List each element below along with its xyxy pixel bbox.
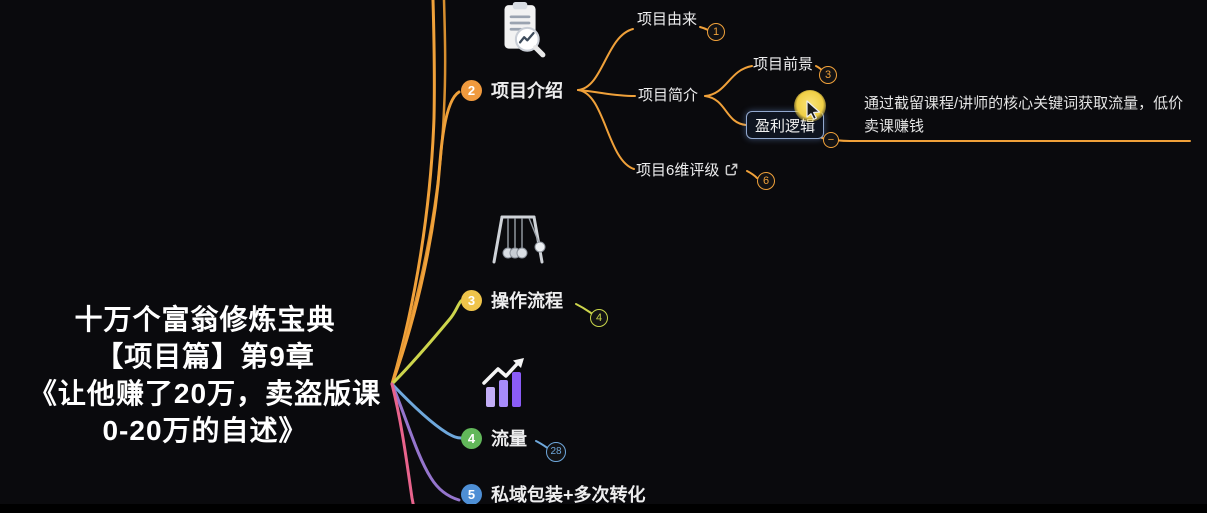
node-private-domain[interactable]: 5 私域包装+多次转化: [461, 481, 646, 507]
node-project-prospect[interactable]: 项目前景: [753, 53, 813, 74]
central-topic-line: 《让他赚了20万，卖盗版课: [28, 378, 382, 409]
note-line: 卖课赚钱: [864, 118, 925, 135]
branch-to-intro: [390, 90, 461, 386]
badge-traffic[interactable]: 28: [546, 442, 566, 462]
central-topic-line: 0-20万的自述》: [102, 415, 308, 446]
node-label: 项目简介: [638, 87, 699, 104]
external-link-icon[interactable]: [725, 163, 738, 176]
central-topic-line: 【项目篇】第9章: [95, 341, 315, 372]
node-label: 项目前景: [753, 56, 814, 73]
note-profit-detail[interactable]: 通过截留课程/讲师的核心关键词获取流量，低价 卖课赚钱: [864, 92, 1183, 138]
mouse-cursor-icon: [806, 100, 821, 120]
node-label: 项目由来: [637, 11, 698, 28]
link-rating-badge: [746, 170, 758, 179]
central-topic[interactable]: 十万个富翁修炼宝典 【项目篇】第9章 《让他赚了20万，卖盗版课 0-20万的自…: [12, 301, 398, 449]
node-project-intro[interactable]: 2 项目介绍: [461, 77, 563, 103]
link-brief-prospect: [704, 65, 753, 97]
badge-process[interactable]: 4: [590, 309, 608, 327]
branch-number-chip: 3: [461, 289, 482, 311]
growth-chart-icon: [482, 358, 524, 407]
branch-to-traffic: [390, 382, 463, 440]
branch-to-process: [390, 299, 463, 386]
badge-rating[interactable]: 6: [757, 172, 775, 190]
badge-origin[interactable]: 1: [707, 23, 725, 41]
link-profit-note: [821, 137, 1191, 142]
node-label: 项目6维评级: [636, 162, 720, 179]
note-line: 通过截留课程/讲师的核心关键词获取流量，低价: [864, 95, 1184, 112]
node-label: 项目介绍: [491, 81, 563, 101]
node-project-brief[interactable]: 项目简介: [638, 84, 698, 105]
link-process-badge: [575, 303, 592, 314]
letterbox-bottom: [0, 504, 1207, 513]
badge-prospect[interactable]: 3: [819, 66, 837, 84]
newtons-cradle-icon: [492, 215, 546, 264]
collapse-toggle[interactable]: −: [823, 132, 839, 148]
branch-number-chip: 4: [461, 427, 482, 449]
document-search-icon: [504, 2, 546, 58]
link-intro-rating: [577, 89, 635, 170]
node-traffic[interactable]: 4 流量: [461, 425, 527, 451]
link-brief-profit: [704, 95, 747, 126]
branch-number-chip: 2: [461, 79, 482, 101]
node-label: 流量: [491, 429, 527, 449]
node-label: 操作流程: [491, 291, 563, 311]
node-process[interactable]: 3 操作流程: [461, 287, 563, 313]
node-project-rating[interactable]: 项目6维评级: [636, 159, 738, 180]
branch-to-private: [390, 382, 461, 502]
branch-number-chip: 5: [461, 483, 482, 505]
node-project-origin[interactable]: 项目由来: [637, 8, 697, 29]
link-intro-origin: [577, 28, 634, 91]
central-topic-line: 十万个富翁修炼宝典: [74, 304, 336, 335]
branch-offscreen-top-1: [390, 0, 436, 386]
node-label: 盈利逻辑: [754, 117, 815, 135]
node-label: 私域包装+多次转化: [491, 485, 646, 505]
